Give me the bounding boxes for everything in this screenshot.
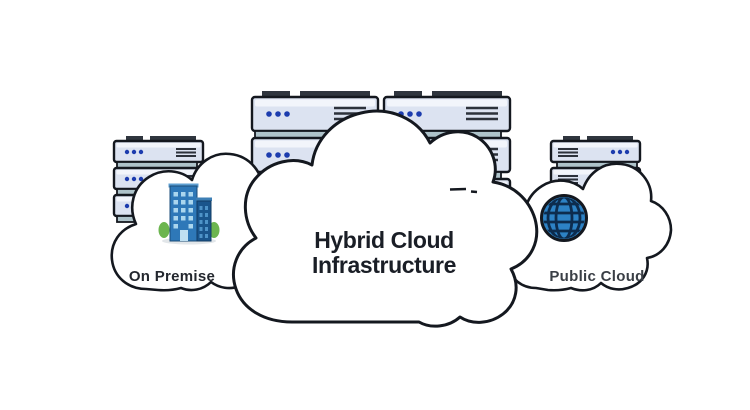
diagram-title-line1: Hybrid Cloud [314, 227, 454, 253]
core-server-stack-right [382, 91, 512, 222]
hybrid-cloud: Hybrid Cloud Infrastructure [232, 109, 539, 328]
globe-icon [540, 194, 588, 242]
public-cloud-server-stack [549, 136, 642, 224]
office-building-icon [158, 183, 220, 245]
public-cloud-cloud [505, 162, 673, 292]
core-server-stack-left [250, 91, 380, 222]
on-premise-label: On Premise [129, 268, 215, 285]
on-premise-server-stack [112, 136, 205, 224]
sketch-dash [449, 187, 467, 191]
diagram-title-line2: Infrastructure [312, 252, 456, 278]
public-cloud-label: Public Cloud [549, 268, 644, 285]
sketch-dash-small [470, 190, 478, 194]
